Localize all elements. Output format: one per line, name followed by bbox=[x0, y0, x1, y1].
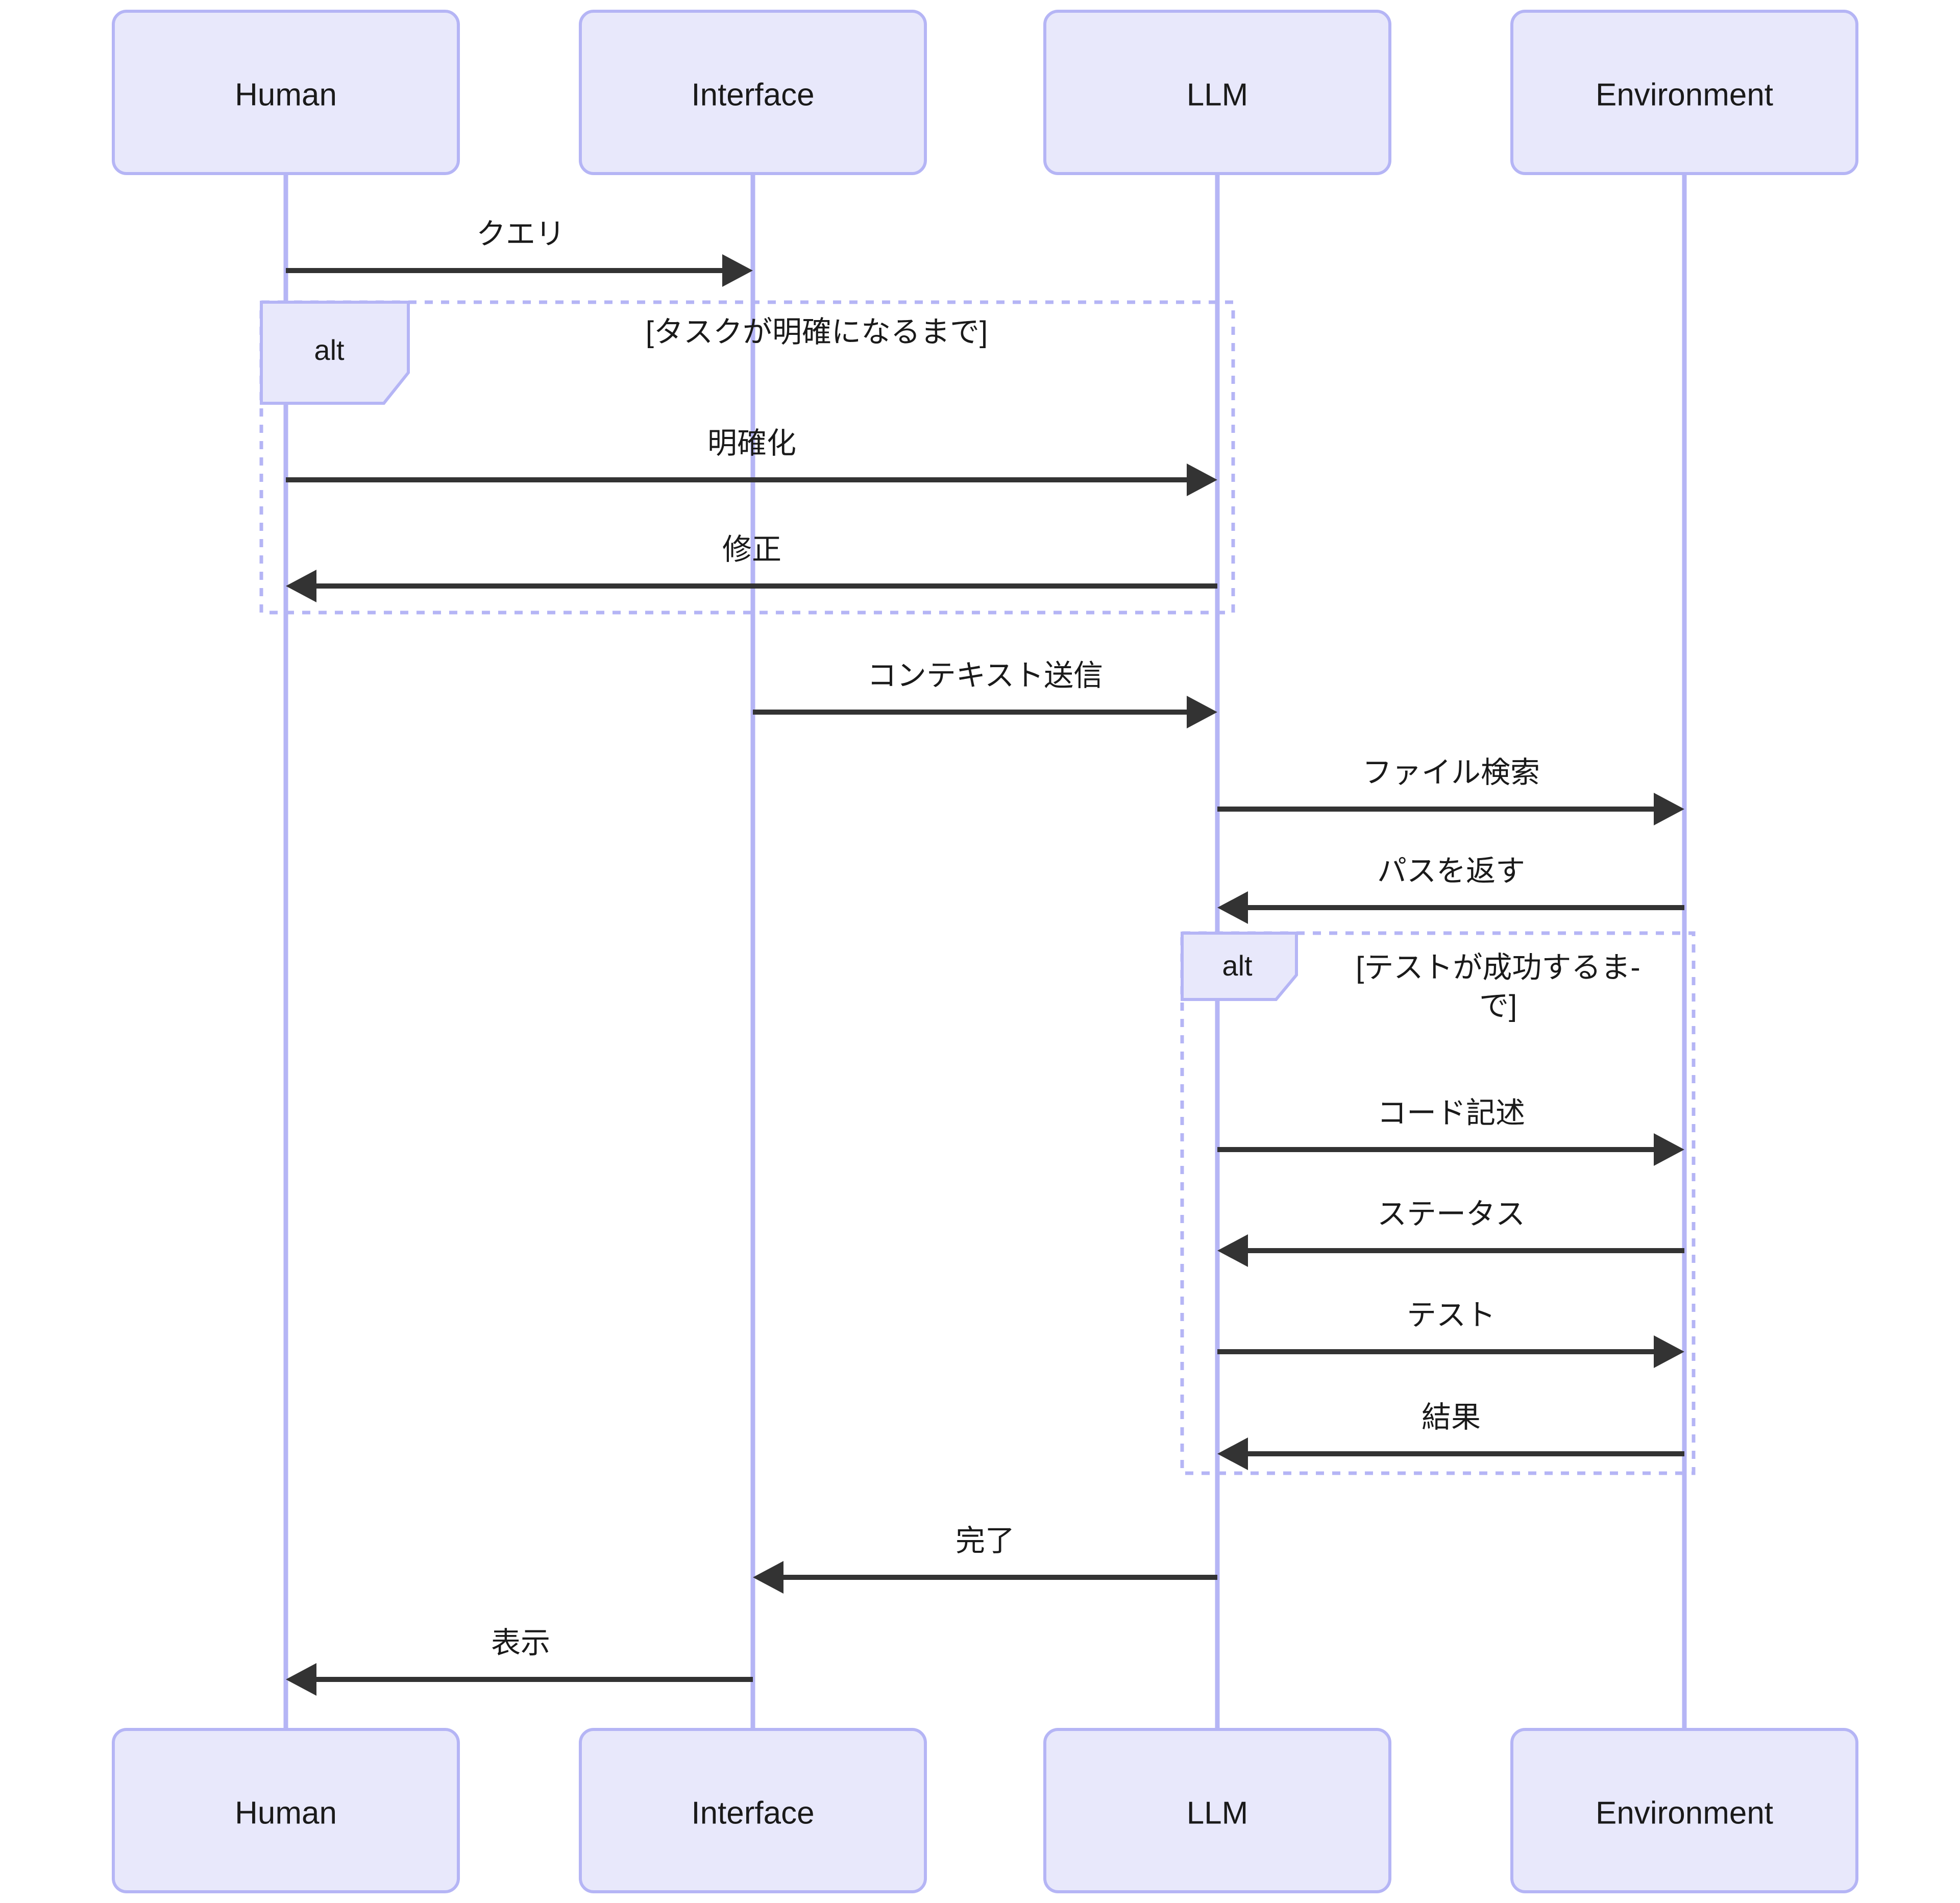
message-label: テスト bbox=[1407, 1299, 1496, 1332]
arrow-head-left bbox=[753, 1561, 783, 1594]
message-label: コンテキスト送信 bbox=[867, 659, 1103, 692]
participant-llm-top[interactable]: LLM bbox=[1043, 10, 1391, 175]
fragment-tag-label: alt bbox=[1222, 949, 1253, 982]
message-label: ファイル検索 bbox=[1362, 756, 1540, 789]
fragment-tag-label: alt bbox=[314, 334, 345, 366]
messages-group: クエリ 明確化 修正 コンテキスト送信 bbox=[286, 217, 1684, 1696]
participant-box bbox=[1510, 10, 1858, 175]
message-label: コード記述 bbox=[1377, 1096, 1525, 1130]
message-status[interactable]: ステータス bbox=[1217, 1198, 1684, 1267]
message-complete[interactable]: 完了 bbox=[753, 1524, 1217, 1594]
participants-bottom: Human Interface LLM Environment bbox=[112, 1728, 1858, 1893]
message-label: 明確化 bbox=[707, 427, 796, 460]
participant-box bbox=[579, 1728, 927, 1893]
participant-interface-bottom[interactable]: Interface bbox=[579, 1728, 927, 1893]
arrow-head-left bbox=[1217, 891, 1248, 924]
arrow-head-left bbox=[286, 570, 316, 602]
fragment-condition-line-2: で] bbox=[1479, 989, 1517, 1022]
participant-box bbox=[112, 1728, 460, 1893]
message-send-context[interactable]: コンテキスト送信 bbox=[753, 659, 1217, 728]
participant-environment-bottom[interactable]: Environment bbox=[1510, 1728, 1858, 1893]
participant-label: Human bbox=[235, 77, 337, 112]
fragment-condition-label: [タスクが明確になるまで] bbox=[646, 315, 988, 349]
fragment-alt-2[interactable]: alt [テストが成功するま- で] bbox=[1180, 931, 1696, 1475]
message-label: ステータス bbox=[1377, 1198, 1525, 1231]
message-label: 結果 bbox=[1422, 1401, 1481, 1434]
participant-label: Human bbox=[235, 1795, 337, 1831]
message-return-path[interactable]: パスを返す bbox=[1217, 855, 1684, 924]
fragment-tag-shape bbox=[260, 301, 410, 405]
arrow-head-right bbox=[1187, 463, 1217, 496]
arrow-head-right bbox=[722, 254, 753, 287]
arrow-head-left bbox=[1217, 1437, 1248, 1470]
arrow-head-left bbox=[286, 1663, 316, 1696]
arrow-head-right bbox=[1654, 1335, 1684, 1368]
arrow-head-right bbox=[1654, 793, 1684, 825]
fragment-tag-shape bbox=[1181, 932, 1298, 1001]
participant-label: Environment bbox=[1596, 77, 1773, 112]
message-result[interactable]: 結果 bbox=[1217, 1401, 1684, 1470]
participant-label: Environment bbox=[1596, 1795, 1773, 1831]
message-label: 表示 bbox=[491, 1626, 550, 1660]
participant-label: Interface bbox=[691, 1795, 814, 1831]
arrow-head-right bbox=[1187, 696, 1217, 728]
participant-label: LLM bbox=[1187, 1795, 1248, 1831]
arrow-head-right bbox=[1654, 1133, 1684, 1166]
message-label: 修正 bbox=[722, 533, 781, 566]
fragment-condition-line-1: [テストが成功するま- bbox=[1356, 951, 1640, 984]
participants-top: Human Interface LLM Environment bbox=[112, 10, 1858, 175]
participant-human-top[interactable]: Human bbox=[112, 10, 460, 175]
participant-box bbox=[1043, 10, 1391, 175]
fragment-border bbox=[1180, 931, 1696, 1475]
arrow-head-left bbox=[1217, 1234, 1248, 1267]
message-correction[interactable]: 修正 bbox=[286, 533, 1217, 602]
message-label: 完了 bbox=[955, 1524, 1015, 1557]
participant-box bbox=[1510, 1728, 1858, 1893]
participant-box bbox=[1043, 1728, 1391, 1893]
fragment-border bbox=[259, 300, 1235, 615]
participant-label: LLM bbox=[1187, 77, 1248, 112]
message-label: パスを返す bbox=[1377, 855, 1525, 888]
participant-environment-top[interactable]: Environment bbox=[1510, 10, 1858, 175]
participant-llm-bottom[interactable]: LLM bbox=[1043, 1728, 1391, 1893]
message-query[interactable]: クエリ bbox=[286, 217, 753, 287]
message-test[interactable]: テスト bbox=[1217, 1299, 1684, 1368]
participant-label: Interface bbox=[691, 77, 814, 112]
message-write-code[interactable]: コード記述 bbox=[1217, 1096, 1684, 1166]
participant-interface-top[interactable]: Interface bbox=[579, 10, 927, 175]
message-label: クエリ bbox=[476, 217, 565, 251]
participant-box bbox=[579, 10, 927, 175]
participant-human-bottom[interactable]: Human bbox=[112, 1728, 460, 1893]
message-file-search[interactable]: ファイル検索 bbox=[1217, 756, 1684, 825]
message-display[interactable]: 表示 bbox=[286, 1626, 753, 1696]
message-clarification[interactable]: 明確化 bbox=[286, 427, 1217, 496]
fragment-alt-1[interactable]: alt [タスクが明確になるまで] bbox=[259, 300, 1235, 615]
participant-box bbox=[112, 10, 460, 175]
